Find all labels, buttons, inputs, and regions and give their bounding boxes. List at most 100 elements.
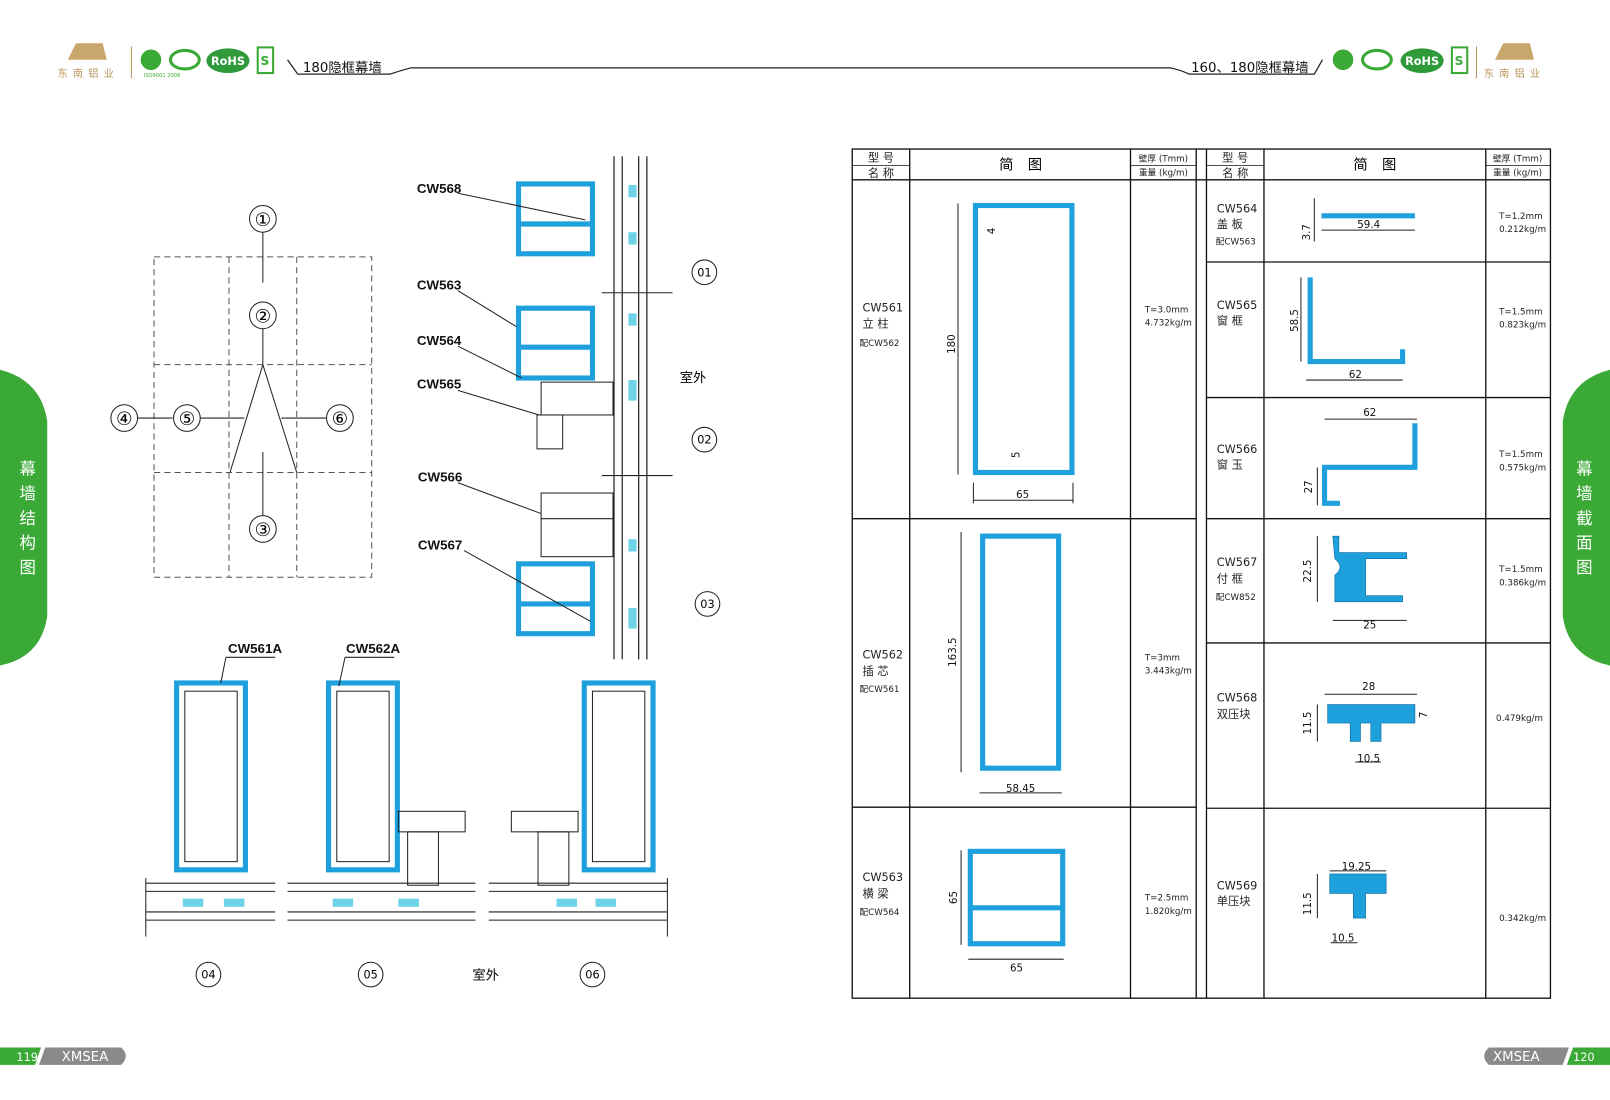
- page-number: 120: [1573, 1051, 1595, 1064]
- part-label: CW567: [418, 537, 462, 552]
- svg-text:T=1.5mm: T=1.5mm: [1498, 307, 1542, 317]
- cert-text: ISO9001 2008: [144, 73, 181, 79]
- svg-text:19.25: 19.25: [1342, 861, 1371, 873]
- callout-circle: ①: [248, 205, 277, 233]
- svg-text:配CW564: 配CW564: [859, 907, 900, 918]
- svg-text:T=3mm: T=3mm: [1144, 653, 1180, 663]
- table-header: 型 号 名 称 简 图 壁厚 (Tmm) 重量 (kg/m) 型 号 名 称 简…: [868, 150, 1542, 179]
- svg-text:④: ④: [116, 409, 133, 430]
- part-label: CW564: [417, 333, 462, 348]
- svg-text:简 图: 简 图: [999, 157, 1042, 174]
- svg-text:付 框: 付 框: [1217, 571, 1243, 585]
- svg-text:28: 28: [1362, 681, 1375, 693]
- svg-text:壁厚 (Tmm): 壁厚 (Tmm): [1139, 152, 1188, 164]
- svg-text:06: 06: [585, 969, 599, 982]
- rohs-text: RoHS: [211, 55, 245, 68]
- brand-name: 东南铝业: [1484, 67, 1546, 80]
- side-tab-left: 幕 墙 结 构 图: [0, 369, 48, 666]
- svg-text:T=1.2mm: T=1.2mm: [1498, 212, 1542, 222]
- svg-text:0.823kg/m: 0.823kg/m: [1499, 321, 1546, 331]
- svg-text:配CW852: 配CW852: [1216, 592, 1256, 603]
- svg-text:3.7: 3.7: [1301, 224, 1313, 240]
- svg-text:T=2.5mm: T=2.5mm: [1144, 894, 1188, 904]
- callout-circle: ④: [110, 404, 139, 432]
- svg-text:CW562: CW562: [863, 648, 904, 661]
- part-label: CW563: [417, 278, 461, 293]
- footer-brand: XMSEA: [1493, 1050, 1540, 1065]
- horizontal-section-drawing: CW561A CW562A 04 05 06 室外: [145, 641, 668, 988]
- part-label: CW566: [418, 470, 462, 485]
- svg-text:T=1.5mm: T=1.5mm: [1498, 450, 1542, 460]
- callout-circle: ③: [248, 515, 277, 543]
- svg-text:58.45: 58.45: [1006, 783, 1035, 795]
- svg-text:T=1.5mm: T=1.5mm: [1498, 565, 1542, 575]
- svg-text:双压块: 双压块: [1217, 708, 1251, 721]
- svg-text:10.5: 10.5: [1332, 933, 1355, 945]
- part-label: CW562A: [346, 641, 400, 656]
- svg-text:墙: 墙: [1576, 484, 1592, 503]
- outside-label: 室外: [680, 369, 707, 386]
- side-tab-right: 幕 墙 截 面 图: [1562, 369, 1610, 666]
- svg-text:①: ①: [255, 210, 272, 231]
- table-row: CW568 双压块 0.479kg/m 28 11.5 7 10.5: [1217, 681, 1543, 765]
- svg-text:5: 5: [1011, 452, 1023, 459]
- svg-text:11.5: 11.5: [1302, 712, 1314, 735]
- svg-text:4.732kg/m: 4.732kg/m: [1145, 319, 1192, 329]
- svg-text:结: 结: [20, 509, 36, 528]
- brand-logo-icon: [1495, 43, 1535, 60]
- svg-text:CW564: CW564: [1217, 203, 1258, 216]
- svg-text:CW565: CW565: [1217, 299, 1258, 312]
- table-row: CW567 付 框 配CW852 T=1.5mm 0.386kg/m 22.5 …: [1216, 535, 1546, 632]
- svg-text:S: S: [1455, 54, 1464, 68]
- svg-text:0.386kg/m: 0.386kg/m: [1499, 578, 1546, 588]
- svg-text:4: 4: [986, 228, 998, 235]
- part-label: CW568: [417, 181, 461, 196]
- svg-text:名 称: 名 称: [868, 166, 894, 180]
- svg-text:面: 面: [1576, 533, 1592, 552]
- svg-text:02: 02: [697, 434, 711, 447]
- part-label: CW561A: [228, 641, 282, 656]
- brand-name: 东南铝业: [58, 67, 120, 80]
- svg-text:图: 图: [20, 558, 36, 577]
- svg-text:CW567: CW567: [1217, 556, 1258, 569]
- svg-text:配CW562: 配CW562: [859, 338, 899, 349]
- section-marker: 05: [357, 961, 384, 988]
- section-marker: 01: [691, 259, 718, 286]
- svg-text:型 号: 型 号: [868, 150, 894, 164]
- svg-text:CW569: CW569: [1217, 879, 1258, 892]
- svg-text:0.212kg/m: 0.212kg/m: [1499, 225, 1546, 235]
- svg-text:62: 62: [1349, 369, 1362, 381]
- svg-text:7: 7: [1418, 712, 1430, 719]
- svg-text:幕: 幕: [20, 460, 36, 479]
- svg-text:01: 01: [697, 266, 711, 279]
- svg-text:名 称: 名 称: [1222, 166, 1248, 180]
- svg-text:0.342kg/m: 0.342kg/m: [1499, 914, 1546, 924]
- svg-text:0.575kg/m: 0.575kg/m: [1499, 463, 1546, 473]
- right-page-title: 160、180隐框幕墙: [1191, 60, 1309, 76]
- footer-left: 119 XMSEA: [0, 1047, 126, 1065]
- svg-text:幕: 幕: [1576, 460, 1592, 479]
- svg-text:10.5: 10.5: [1357, 753, 1380, 765]
- vertical-section-drawing: CW568 CW563 CW564 CW565 CW566 CW567 01 0…: [417, 156, 721, 660]
- svg-text:配CW561: 配CW561: [859, 684, 899, 695]
- rohs-badge: [1400, 48, 1444, 74]
- svg-text:T=3.0mm: T=3.0mm: [1144, 305, 1188, 315]
- svg-text:3.443kg/m: 3.443kg/m: [1145, 667, 1192, 677]
- svg-text:构: 构: [20, 533, 36, 552]
- svg-text:59.4: 59.4: [1357, 219, 1380, 231]
- table-row: CW564 盖 板 配CW563 T=1.2mm 0.212kg/m 3.7 5…: [1216, 198, 1546, 248]
- part-label: CW565: [417, 376, 462, 391]
- svg-text:CW568: CW568: [1217, 691, 1258, 704]
- section-marker: 03: [694, 591, 721, 617]
- svg-text:简 图: 简 图: [1353, 157, 1396, 174]
- svg-text:壁厚 (Tmm): 壁厚 (Tmm): [1493, 152, 1542, 164]
- left-page-title: 180隐框幕墙: [303, 60, 382, 76]
- svg-text:配CW563: 配CW563: [1216, 237, 1256, 248]
- callout-circle: ⑥: [326, 404, 354, 432]
- svg-text:插 芯: 插 芯: [863, 664, 889, 678]
- cqc-icon: [1361, 48, 1393, 71]
- svg-text:重量 (kg/m): 重量 (kg/m): [1139, 167, 1188, 179]
- quality-s-icon: [256, 46, 275, 75]
- svg-text:立 柱: 立 柱: [863, 317, 889, 331]
- svg-text:0.479kg/m: 0.479kg/m: [1496, 714, 1543, 724]
